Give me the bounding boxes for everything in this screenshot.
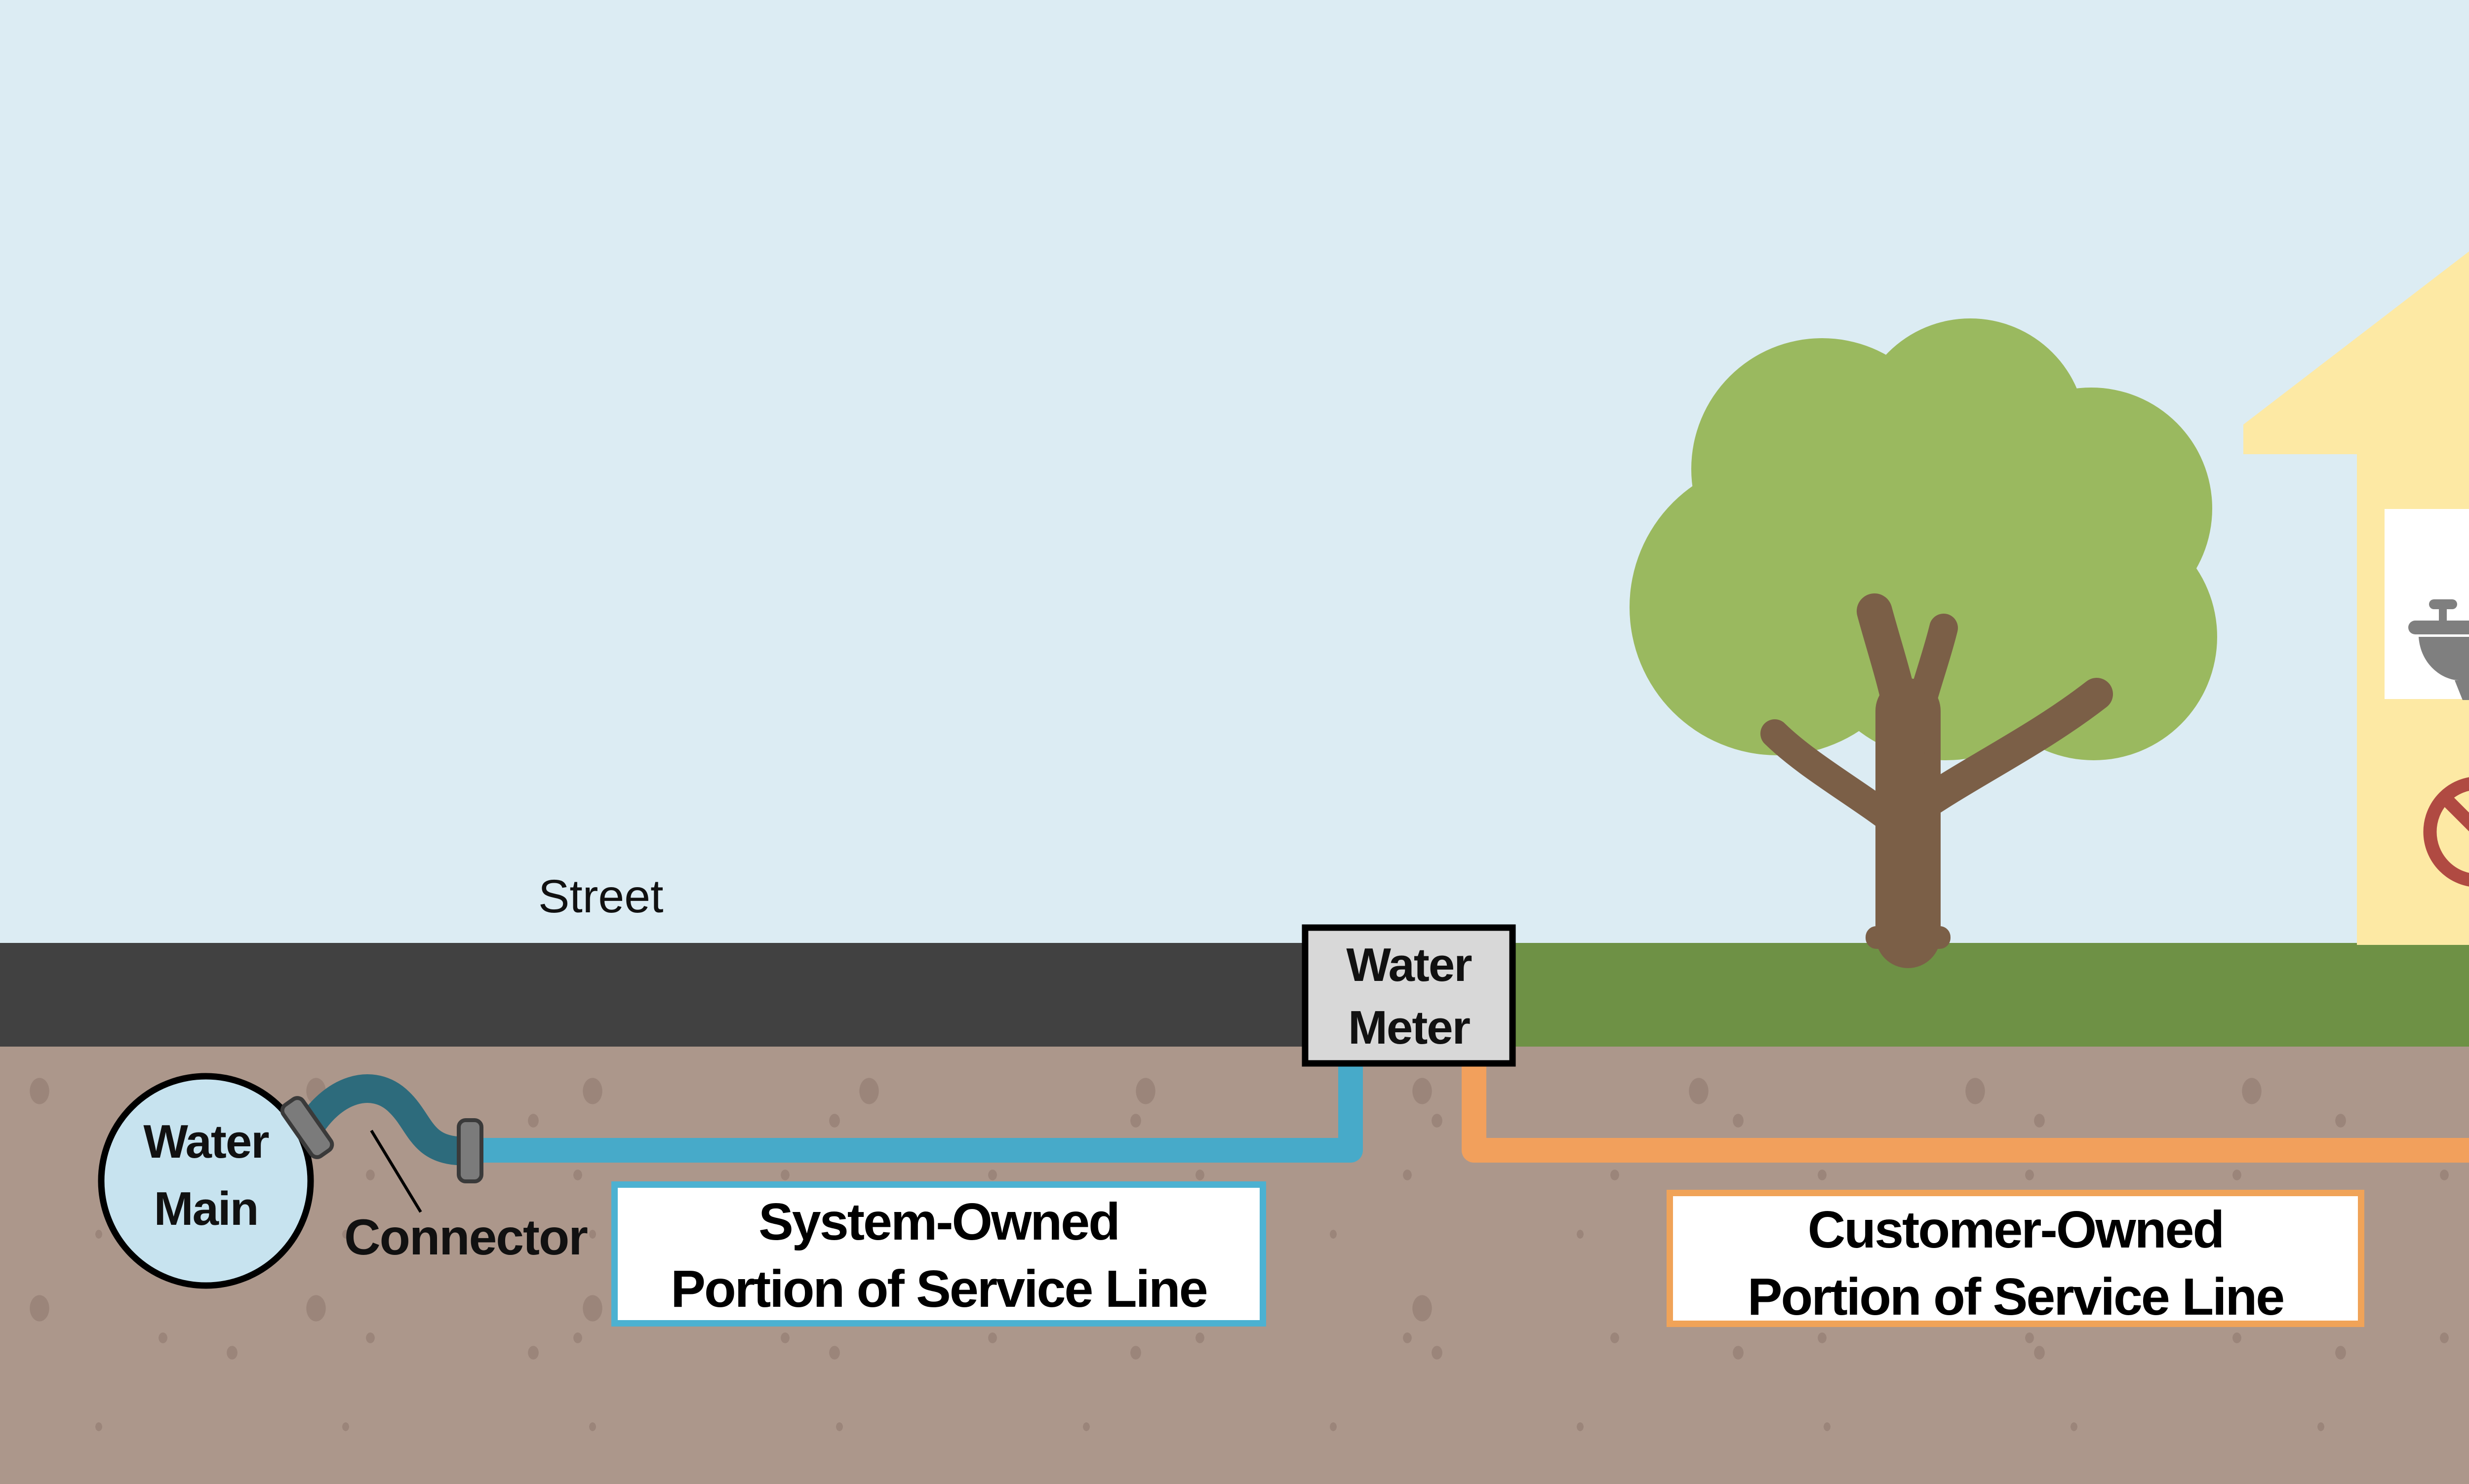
system-owned-label-box: System-Owned Portion of Service Line: [611, 1181, 1266, 1327]
connector-fittings: [280, 1096, 483, 1183]
customer-owned-line2: Portion of Service Line: [1747, 1268, 2285, 1326]
customer-owned-label-box: Customer-Owned Portion of Service Line: [1667, 1190, 2364, 1327]
tree-foliage: [1630, 318, 2217, 760]
water-meter-box: [1302, 924, 1516, 1067]
grass-band: [1412, 943, 2469, 1047]
water-main-label-line1: Water: [143, 1115, 269, 1168]
fitting-icon: [457, 1118, 483, 1183]
tree-illustration: [1630, 318, 2217, 968]
street-label: Street: [538, 870, 664, 923]
water-meter-label-line2: Meter: [1348, 1001, 1471, 1054]
connector-label: Connector: [344, 1209, 588, 1265]
water-meter-label: Water Meter: [1305, 928, 1513, 1069]
water-main-circle: [98, 1073, 314, 1289]
tree-trunk-base: [1866, 926, 1951, 949]
connector-pipe: [293, 1074, 483, 1165]
no-symbol-icon: [2423, 777, 2469, 887]
sink-icon: [2408, 599, 2469, 700]
house-roof: [2243, 251, 2469, 454]
connector-leader-line: [370, 1130, 422, 1213]
fitting-icon: [280, 1096, 334, 1159]
customer-owned-line1: Customer-Owned: [1807, 1201, 2225, 1259]
water-main-label: Water Main: [112, 1108, 300, 1243]
street-band: [0, 943, 1412, 1047]
system-owned-line1: System-Owned: [758, 1193, 1120, 1251]
system-owned-line2: Portion of Service Line: [671, 1260, 1208, 1318]
water-meter-label-line1: Water: [1346, 938, 1472, 991]
water-main-label-line2: Main: [154, 1182, 259, 1235]
tree-trunk: [1760, 593, 2113, 968]
system-service-line: [480, 1047, 1363, 1163]
customer-service-line: [1462, 1034, 2469, 1163]
